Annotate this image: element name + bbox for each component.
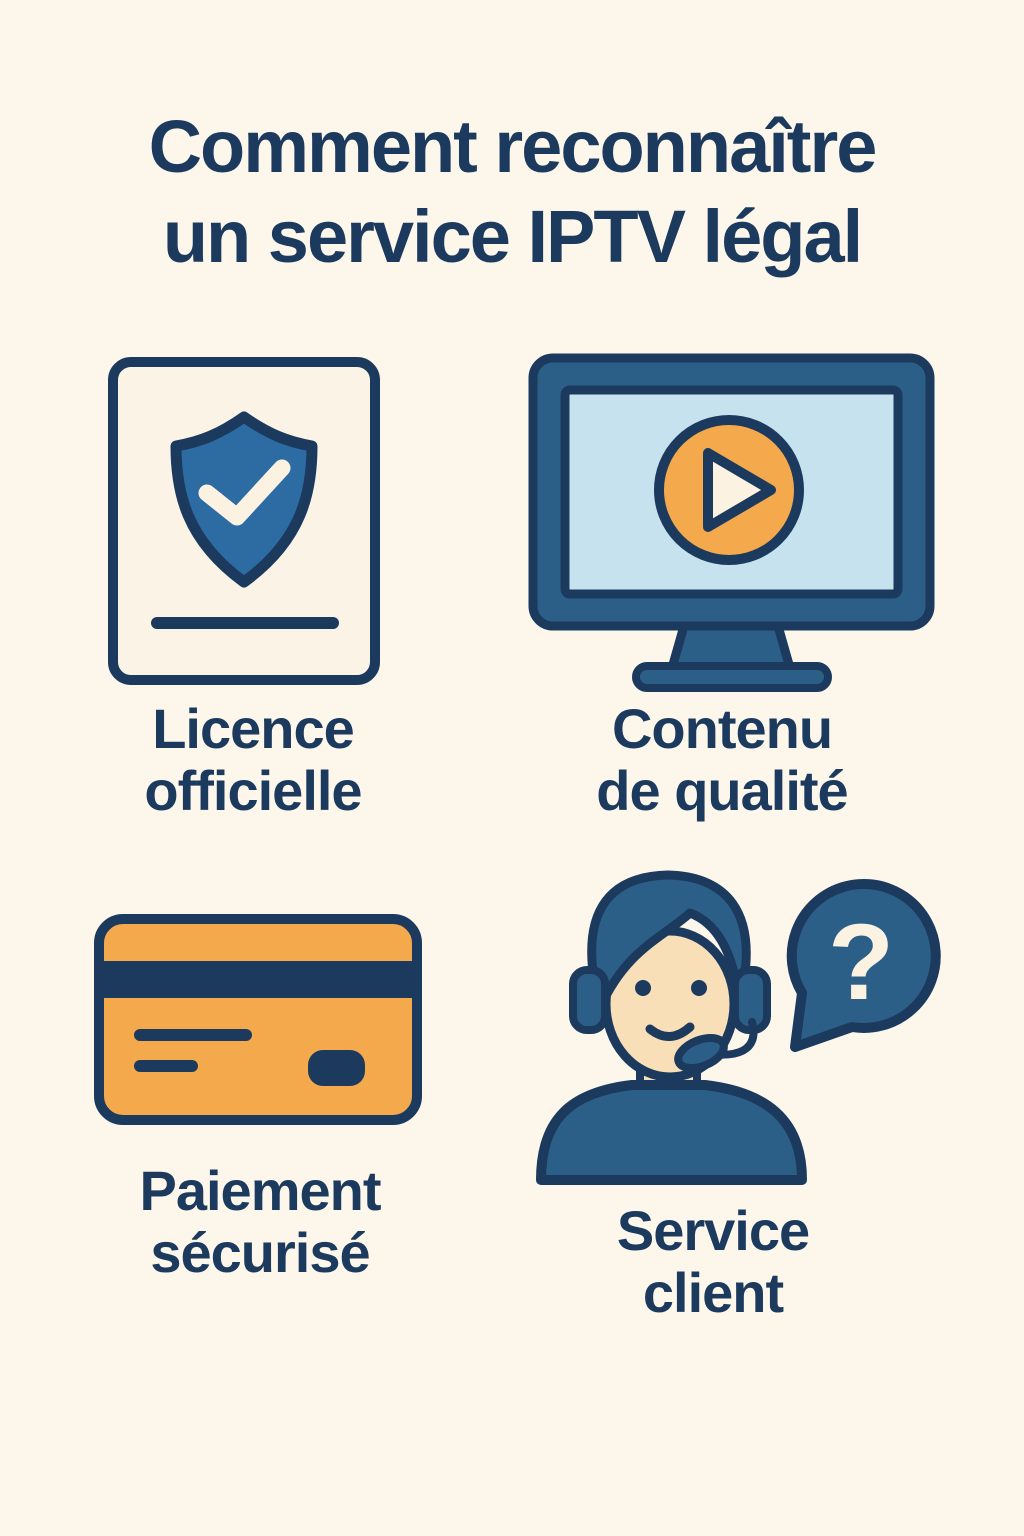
monitor-stand-base <box>632 662 832 692</box>
label-line: sécurisé <box>150 1221 370 1285</box>
label-line: Licence <box>152 697 355 760</box>
card-chip <box>308 1050 365 1086</box>
headset-mic <box>674 1033 728 1073</box>
page-title-line-2: un service IPTV légal <box>162 195 863 279</box>
label-line: client <box>642 1261 784 1325</box>
shield-check-icon <box>170 411 318 588</box>
agent-smile <box>645 1022 695 1041</box>
play-button-icon <box>654 415 804 565</box>
monitor-stand-neck <box>667 621 795 673</box>
credit-card-icon <box>94 914 422 1125</box>
license-document-icon <box>108 357 380 685</box>
headset-icon <box>569 966 771 1073</box>
label-line: de qualité <box>596 759 848 823</box>
support-agent-icon <box>536 870 807 1185</box>
question-mark-glyph: ? <box>828 901 894 1022</box>
label-line: Service <box>616 1199 810 1262</box>
headset-left-earcup <box>569 966 609 1034</box>
page-title-line-1: Comment reconnaître <box>148 105 878 188</box>
label-line: Contenu <box>611 697 833 760</box>
agent-hair <box>587 870 751 1013</box>
question-bubble-icon: ? <box>786 878 941 1052</box>
agent-left-eye <box>635 980 651 996</box>
video-monitor-icon <box>528 353 935 692</box>
card-magnetic-stripe <box>103 961 413 998</box>
label-line: Paiement <box>139 1159 382 1222</box>
agent-right-eye <box>691 980 707 996</box>
agent-body <box>536 1080 807 1185</box>
label-line: officielle <box>144 759 362 823</box>
